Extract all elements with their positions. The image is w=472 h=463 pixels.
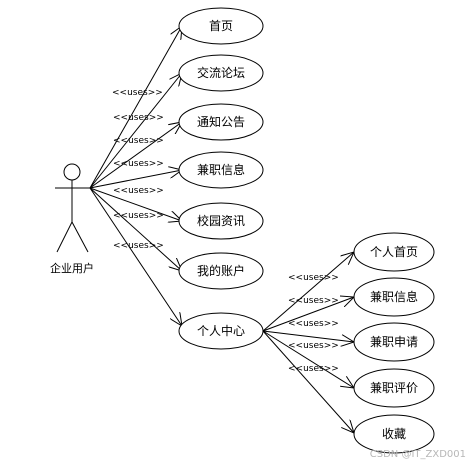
use-case-sub-jobinfo: 兼职信息 (353, 277, 435, 317)
use-case-sub-fav: 收藏 (353, 414, 435, 454)
association-sub-jobinfo (262, 297, 354, 332)
uses-label: <<uses>> (113, 113, 164, 123)
uses-label: <<uses>> (288, 341, 339, 351)
center-associations (262, 252, 354, 433)
actor-left-leg (56, 221, 73, 253)
use-case-account: 我的账户 (178, 252, 264, 290)
uses-labels-right: <<uses>> <<uses>> <<uses>> <<uses>> <<us… (288, 273, 339, 374)
use-case-label: 通知公告 (197, 115, 245, 129)
use-case-label: 首页 (209, 19, 233, 33)
use-case-forum: 交流论坛 (178, 54, 264, 92)
use-case-label: 我的账户 (197, 263, 245, 278)
uses-label: <<uses>> (113, 136, 164, 146)
use-case-sub-review: 兼职评价 (353, 368, 435, 408)
use-case-home: 首页 (178, 7, 264, 45)
association-center (89, 187, 182, 326)
use-case-label: 兼职申请 (370, 335, 418, 349)
uses-label: <<uses>> (113, 186, 164, 196)
association-sub-apply (262, 330, 354, 342)
use-case-label: 兼职信息 (370, 289, 418, 304)
association-home (89, 26, 182, 189)
uses-label: <<uses>> (113, 211, 164, 221)
use-case-sub-home: 个人首页 (353, 232, 435, 272)
use-case-label: 收藏 (382, 427, 406, 441)
use-case-jobinfo: 兼职信息 (178, 151, 264, 189)
association-sub-fav (262, 330, 354, 433)
association-sub-home (262, 252, 354, 332)
uses-label: <<uses>> (113, 159, 164, 169)
association-sub-review (262, 330, 354, 388)
actor-label: 企业用户 (50, 261, 94, 275)
use-case-label: 个人首页 (370, 245, 418, 259)
uses-label: <<uses>> (288, 364, 339, 374)
association-account (89, 187, 182, 271)
association-forum (89, 73, 182, 189)
actor-associations (89, 26, 182, 326)
uses-label: <<uses>> (288, 273, 339, 283)
use-case-center: 个人中心 (178, 312, 264, 350)
use-case-notice: 通知公告 (178, 103, 264, 141)
uses-label: <<uses>> (288, 296, 339, 306)
uses-label: <<uses>> (112, 88, 163, 98)
association-campus (89, 187, 182, 221)
association-notice (89, 122, 182, 189)
watermark: CSDN @IT_ZXD001 (370, 449, 466, 460)
actor-enterprise-user: 企业用户 (50, 163, 94, 275)
actor-right-leg (71, 221, 89, 253)
use-case-label: 校园资讯 (197, 213, 245, 228)
association-jobinfo (89, 170, 182, 189)
use-case-label: 兼职信息 (197, 162, 245, 177)
use-case-label: 兼职评价 (370, 381, 418, 395)
use-case-label: 个人中心 (197, 323, 245, 338)
uses-label: <<uses>> (113, 241, 164, 251)
actor-head (63, 163, 81, 181)
use-case-campus: 校园资讯 (178, 202, 264, 240)
use-case-sub-apply: 兼职申请 (353, 322, 435, 362)
uses-labels-left: <<uses>> <<uses>> <<uses>> <<uses>> <<us… (112, 88, 164, 251)
use-case-label: 交流论坛 (197, 65, 245, 80)
uses-label: <<uses>> (288, 319, 339, 329)
